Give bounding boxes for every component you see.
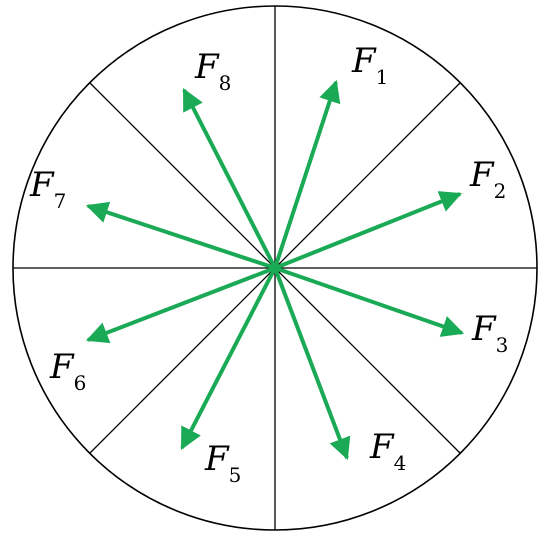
arrow-f8 xyxy=(182,88,277,269)
arrow-f5 xyxy=(180,267,277,450)
label-f6: F6 xyxy=(49,347,86,395)
arrow-f7 xyxy=(85,201,276,270)
label-f4: F4 xyxy=(369,427,406,475)
arrow-f6 xyxy=(85,266,276,344)
force-arrows xyxy=(85,79,465,461)
force-labels: F1 F2 F3 F4 F5 F6 F7 F8 xyxy=(29,41,508,487)
arrow-f4 xyxy=(273,267,351,461)
arrow-f3 xyxy=(274,266,465,337)
arrow-f2 xyxy=(274,191,463,270)
label-f2: F2 xyxy=(469,155,506,203)
label-f5: F5 xyxy=(204,439,241,487)
label-f7: F7 xyxy=(29,165,66,213)
label-f3: F3 xyxy=(471,309,508,357)
label-f8: F8 xyxy=(194,47,231,95)
arrow-f1 xyxy=(273,79,341,269)
label-f1: F1 xyxy=(351,41,388,89)
